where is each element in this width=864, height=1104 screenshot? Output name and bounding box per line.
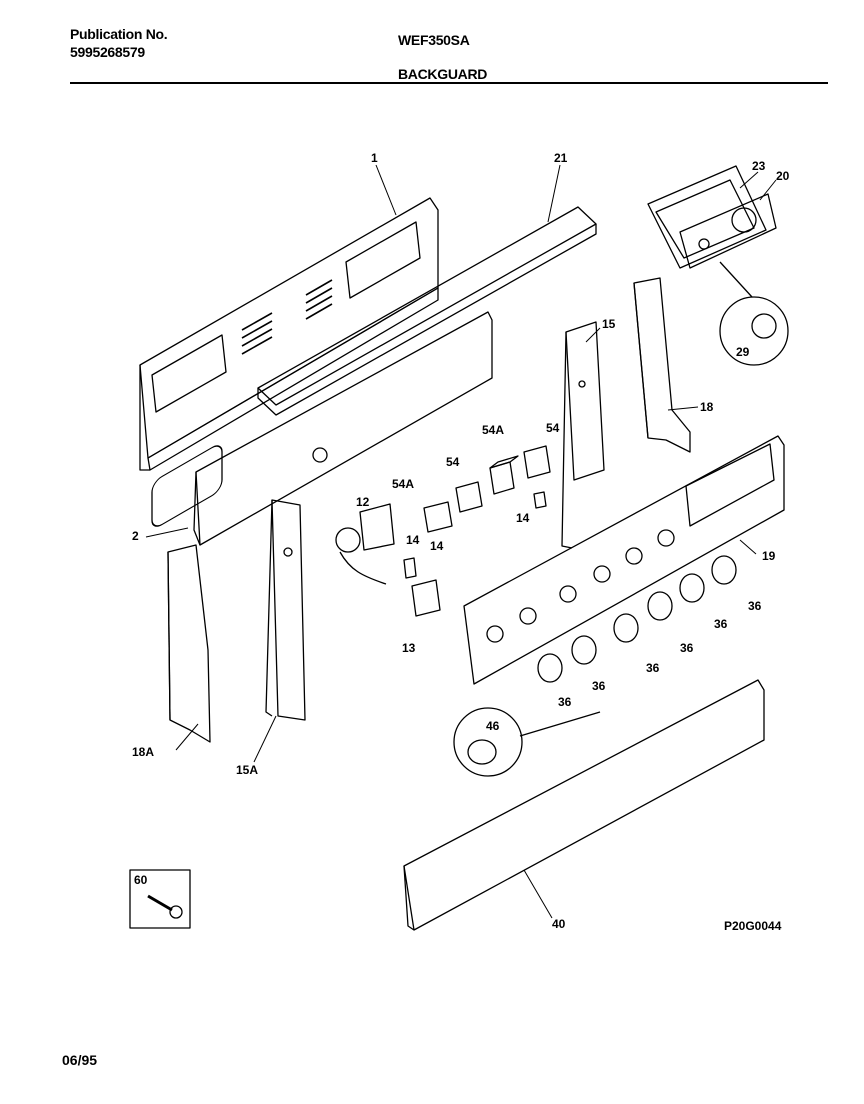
callout-36-b: 36 [714, 617, 728, 631]
callout-14-mid: 14 [430, 539, 444, 553]
leader-lines [145, 164, 777, 919]
callout-54-upper: 54 [546, 421, 560, 435]
callout-36-e: 36 [592, 679, 606, 693]
part-2-support-panel [193, 311, 493, 546]
callout-23: 23 [752, 159, 766, 173]
knobs-36 [537, 555, 737, 683]
detail-46-knob [453, 707, 601, 777]
part-15-bracket [561, 321, 605, 549]
part-23-clock-frame [647, 165, 767, 269]
part-13-switch [411, 579, 441, 617]
switch-54A-upper [489, 455, 519, 495]
switch-54-upper [523, 445, 551, 479]
publication-date: 06/95 [62, 1052, 98, 1068]
header-rule [70, 82, 828, 84]
callout-29: 29 [736, 345, 750, 359]
callout-36-d: 36 [646, 661, 660, 675]
switch-54 [455, 481, 483, 513]
callout-19: 19 [762, 549, 776, 563]
callout-36-f: 36 [558, 695, 572, 709]
callout-54A-upper: 54A [482, 423, 504, 437]
figure-code: P20G0044 [724, 919, 782, 933]
part-15A-bracket [265, 499, 306, 721]
callout-54A: 54A [392, 477, 414, 491]
callout-18A: 18A [132, 745, 154, 759]
callout-labels: 1 21 23 20 29 15 18 54A 54 54 54A 14 12 … [132, 151, 790, 933]
part-14-terminal [403, 491, 547, 579]
part-18-end-cap [633, 277, 691, 453]
callout-1: 1 [371, 151, 378, 165]
callout-36-c: 36 [680, 641, 694, 655]
callout-46: 46 [486, 719, 500, 733]
part-19-control-panel [463, 435, 785, 685]
part-18A-end-cap [167, 544, 211, 743]
part-40-lower-trim [403, 679, 765, 931]
callout-14-left: 14 [406, 533, 420, 547]
part-1-rear-panel [139, 197, 439, 527]
callout-54: 54 [446, 455, 460, 469]
part-20-clock [679, 193, 777, 269]
part-60-screw-box [129, 869, 191, 929]
model-number: WEF350SA [398, 32, 470, 48]
part-21-top-trim [257, 206, 597, 416]
callout-14-right: 14 [516, 511, 530, 525]
section-title: BACKGUARD [398, 66, 488, 82]
callout-15A: 15A [236, 763, 258, 777]
callout-60: 60 [134, 873, 148, 887]
callout-20: 20 [776, 169, 790, 183]
callout-40: 40 [552, 917, 566, 931]
publication-number: 5995268579 [70, 44, 145, 60]
callout-18: 18 [700, 400, 714, 414]
callout-36-a: 36 [748, 599, 762, 613]
callout-21: 21 [554, 151, 568, 165]
detail-29-clock-knob [719, 261, 789, 366]
callout-2: 2 [132, 529, 139, 543]
switch-54A [423, 501, 453, 533]
part-12-thermostat [335, 503, 395, 585]
callout-15: 15 [602, 317, 616, 331]
publication-label: Publication No. [70, 26, 168, 42]
callout-13: 13 [402, 641, 416, 655]
callout-12: 12 [356, 495, 370, 509]
